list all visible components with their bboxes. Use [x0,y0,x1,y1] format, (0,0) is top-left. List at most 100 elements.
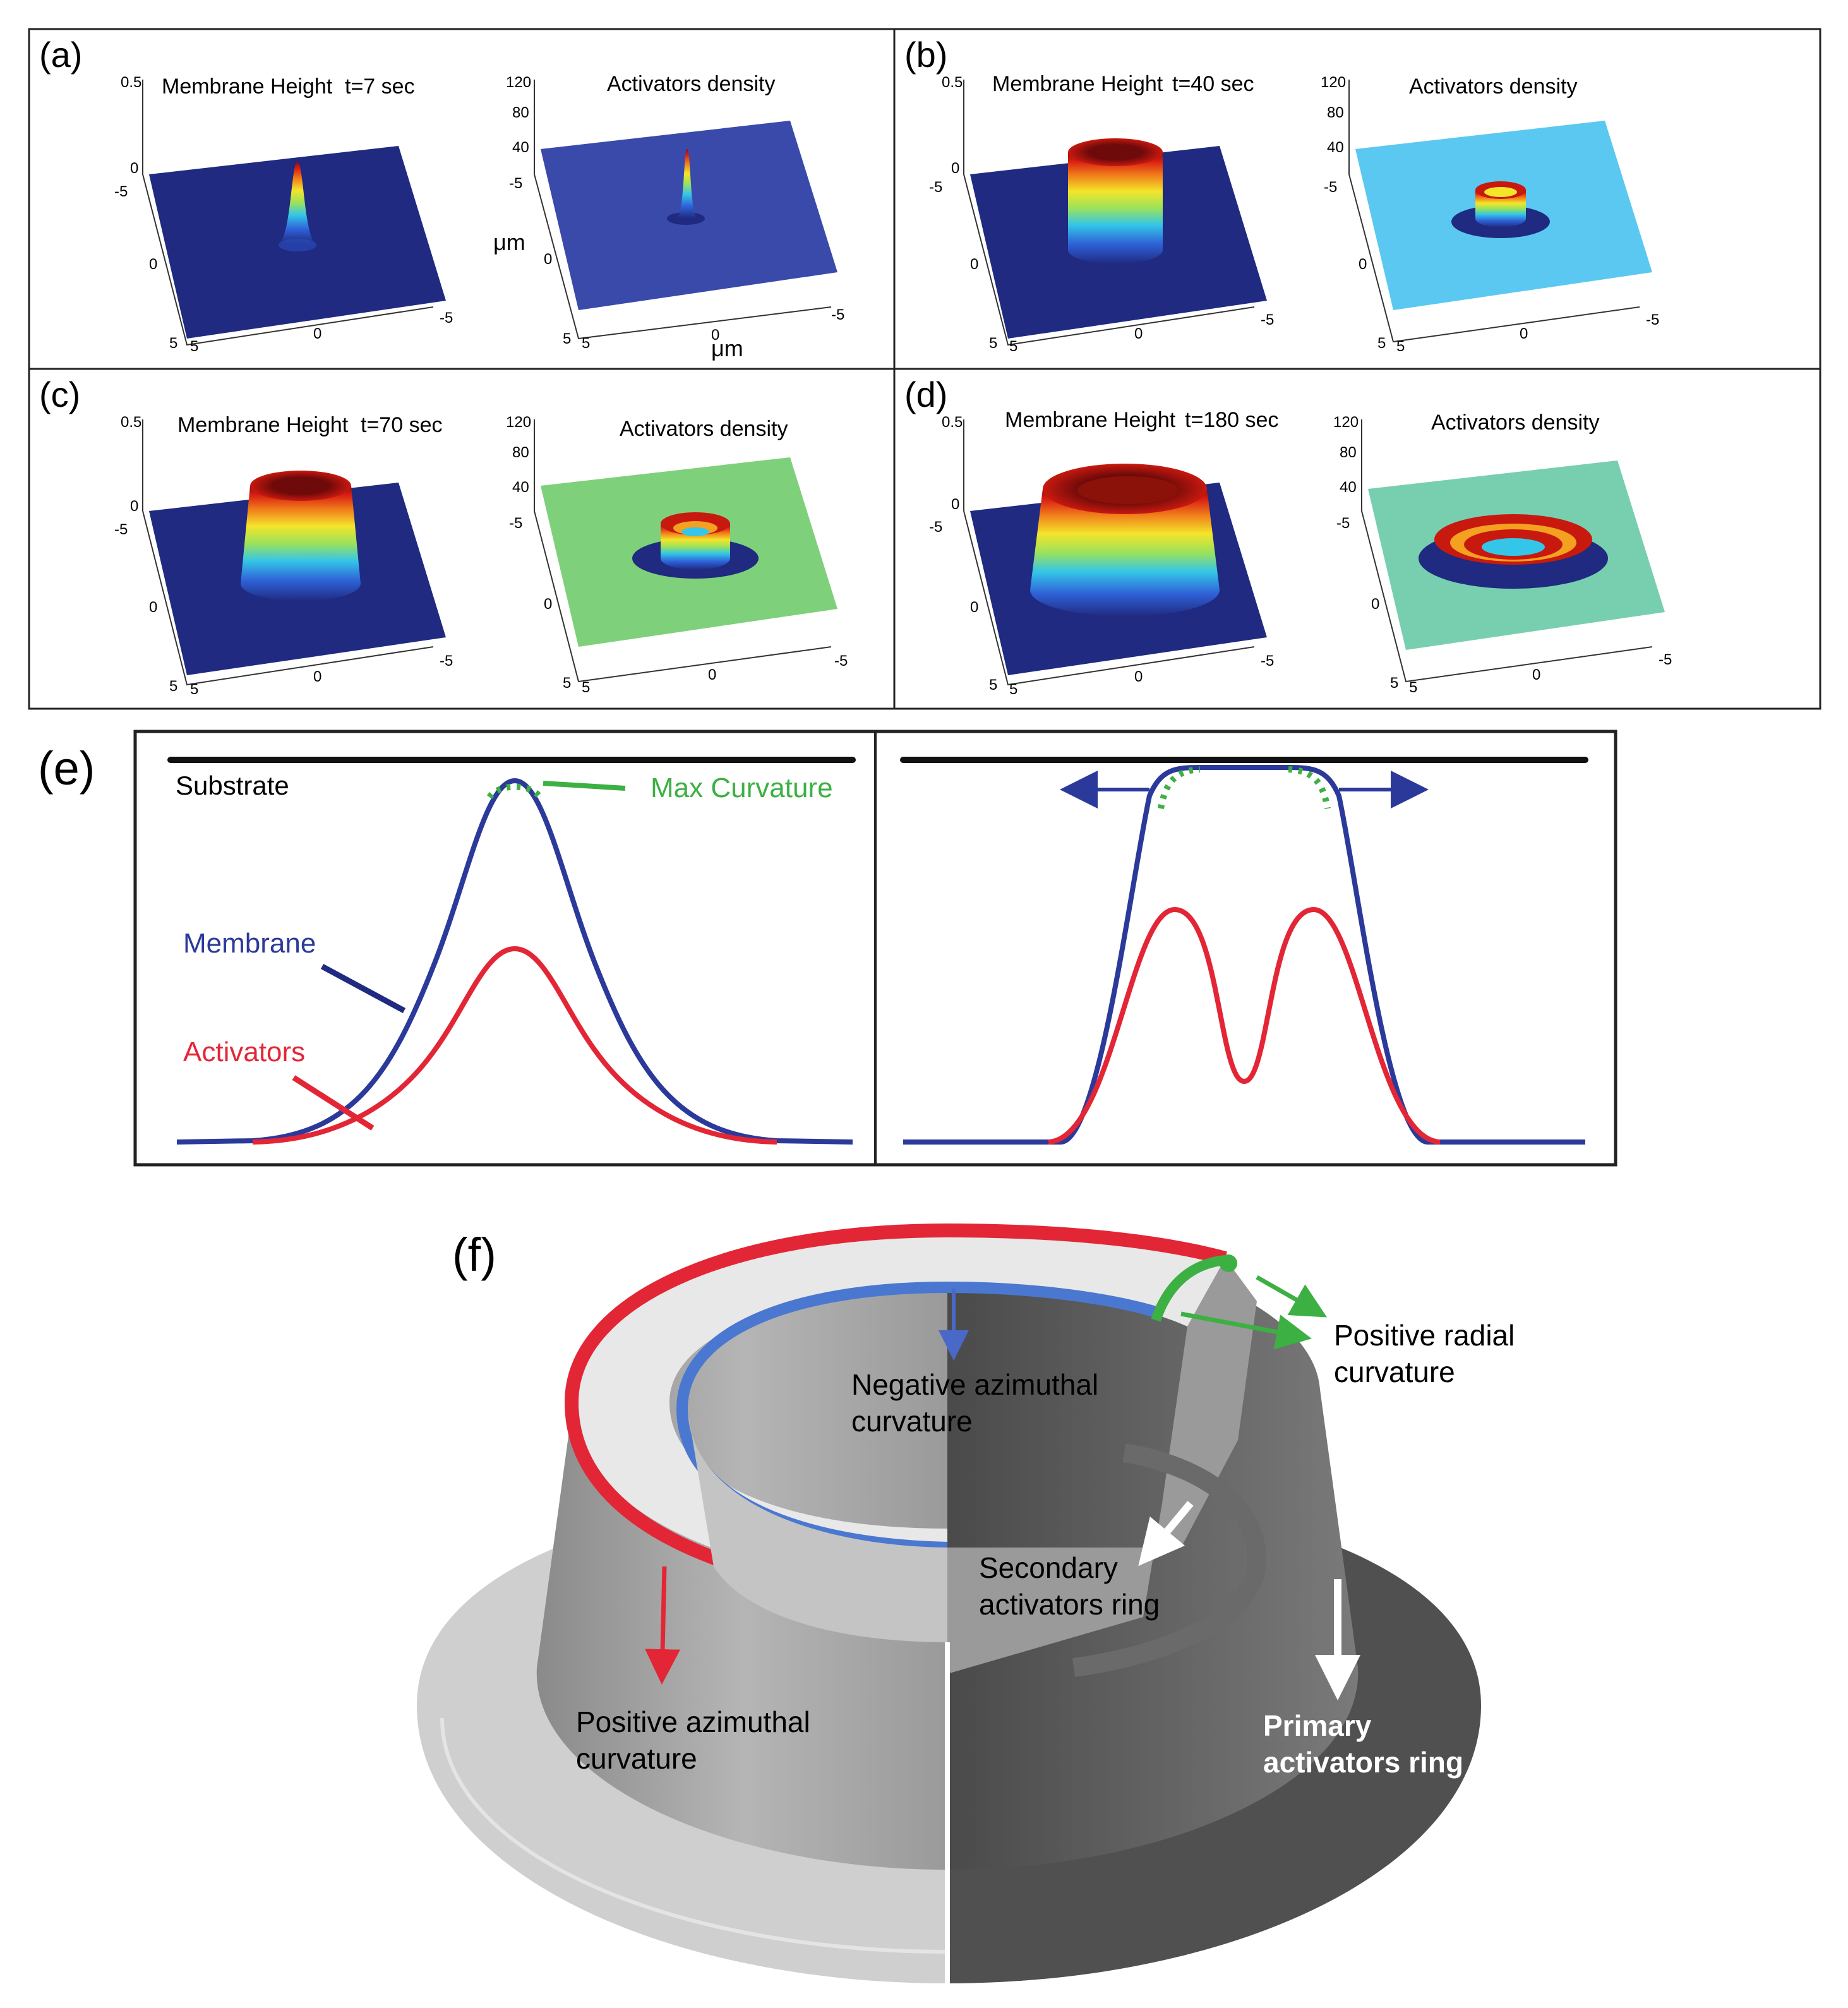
panel-b-density-ring-wall [1475,190,1526,227]
panel-a-height-base [279,239,316,251]
panel-c-yh-1: 0 [149,599,157,616]
panel-b-xh-2: -5 [1261,311,1274,328]
panel-b-xd-2: -5 [1646,311,1659,328]
panel-e-max-curvature-dots-right-r [1288,766,1331,809]
panel-c-height-title: Membrane Height [177,413,349,437]
panel-f-positive-radial-1: Positive radial [1334,1319,1515,1352]
panel-c-zd-1: 80 [512,444,529,461]
panel-b-xh-0: 5 [1009,338,1017,355]
panel-c-xh-0: 5 [190,681,198,698]
panel-d-time: t=180 sec [1185,408,1278,432]
panel-f-label: (f) [452,1229,496,1281]
panel-c-density-ring-inner [681,527,709,536]
panel-c-zd-2: 40 [512,479,529,496]
panel-b-density-ring-hole [1484,187,1517,197]
panel-b-yh-2: 5 [989,335,997,352]
panel-a-yh-1: 0 [149,256,157,273]
panel-c-density-axes [534,419,832,683]
panel-b-yh-0: -5 [929,179,942,196]
panel-a-density-axes [534,80,832,340]
panel-d-density-inner-hole [1482,538,1545,556]
panel-e-activators-curve-left [252,946,777,1145]
panel-b-label: (b) [904,35,947,75]
panel-d-yd-1: 0 [1371,596,1379,613]
panel-b-zd-1: 80 [1327,104,1344,121]
panel-c-density-ring-wall [661,524,730,570]
panel-c-time: t=70 sec [361,413,442,437]
panel-a-xd-2: -5 [831,306,844,323]
panel-d-yd-2: 5 [1390,675,1398,692]
panel-a-yh-0: -5 [114,183,128,200]
panel-b-height-wall [1068,152,1163,264]
panel-d-xh-2: -5 [1261,652,1274,670]
panel-d-xd-1: 0 [1532,666,1540,683]
panel-f-base-disc-rim [440,1717,948,1954]
panel-d-zd-2: 40 [1340,479,1357,496]
panel-f-green-arrow-2 [1180,1311,1312,1350]
panel-a-zd-2: 40 [512,139,529,156]
panel-b-yd-2: 5 [1377,335,1386,352]
panel-a-yh-2: 5 [169,335,177,352]
panel-c-yh-0: -5 [114,521,128,538]
panel-d-density-title: Activators density [1431,411,1599,435]
panel-c-yd-1: 0 [544,596,552,613]
panel-a-yd-1: 0 [544,251,552,268]
panel-a-time: t=7 sec [345,75,415,99]
panel-d-xd-2: -5 [1659,651,1672,668]
panel-d-zh-bot: 0 [951,496,959,513]
panel-f-negative-azimuthal-2: curvature [851,1405,973,1438]
panel-b-xh-1: 0 [1134,325,1143,342]
panel-d-label: (d) [904,375,947,414]
panel-c-zh-bot: 0 [130,498,138,515]
panel-d-zh-top: 0.5 [942,414,963,431]
panel-c-label: (c) [39,375,80,414]
panel-d-yh-2: 5 [989,676,997,694]
panel-f-secondary-2: activators ring [979,1588,1160,1621]
panel-d-yd-0: -5 [1336,515,1350,532]
panel-e-max-curvature-pointer [543,781,626,791]
panel-a-zh-top: 0.5 [121,74,141,91]
panel-e-membrane-curve-left [176,778,853,1145]
panel-d-zd-1: 80 [1340,444,1357,461]
panel-c-xd-0: 5 [582,679,590,696]
panel-c-xd-1: 0 [708,666,716,683]
panel-b-height-axes [963,80,1255,346]
panel-f-negative-azimuthal-1: Negative azimuthal [851,1368,1098,1401]
panel-a-yd-0: -5 [509,175,522,192]
panel-a-height-title: Membrane Height [162,75,333,99]
panel-a-xh-2: -5 [440,310,453,327]
panel-a-label: (a) [39,35,82,75]
panel-a-xd-1: 0 [711,327,719,344]
panel-b: (b) Membrane Height t=40 sec Activators … [904,35,1659,355]
panel-c-xd-2: -5 [834,652,848,670]
panel-a-yd-2: 5 [563,330,571,347]
panel-b-height-title: Membrane Height [992,72,1163,96]
panel-e-max-curvature-dots-left [486,783,543,800]
panel-e: (e) Substrate Max Curvature Membrane Act… [38,730,1617,1167]
panel-f-primary-2: activators ring [1263,1746,1463,1779]
panel-f-positive-radial-2: curvature [1334,1356,1455,1388]
panel-d-height-crater [1077,476,1179,504]
panel-a-density-peak [676,149,698,219]
panel-b-density-axes [1348,80,1640,343]
panel-b-zd-0: 120 [1321,74,1346,91]
panel-b-yh-1: 0 [970,256,978,273]
panel-f-inner-rings [1072,1443,1267,1677]
panel-e-max-curvature-dots-right-l [1158,766,1201,809]
panel-c-height-top [250,471,351,501]
panel-b-xd-1: 0 [1520,325,1528,342]
panel-f-red-arrow [645,1566,681,1685]
panel-e-activators-label: Activators [183,1037,305,1067]
panel-f-red-band [564,1223,1227,1605]
panel-a-height-axes [142,80,434,346]
panel-a-height-peak [279,162,316,244]
panel-b-xd-0: 5 [1396,338,1405,355]
panel-c-yh-2: 5 [169,678,177,695]
panel-d: (d) Membrane Height t=180 sec Activators… [904,375,1672,698]
panel-a-xd-0: 5 [582,335,590,352]
panel-f-positive-azimuthal-1: Positive azimuthal [576,1705,810,1738]
panel-e-label: (e) [38,742,95,795]
panel-c-xh-1: 0 [313,668,321,685]
panel-f-white-arrow-secondary [1138,1501,1194,1566]
